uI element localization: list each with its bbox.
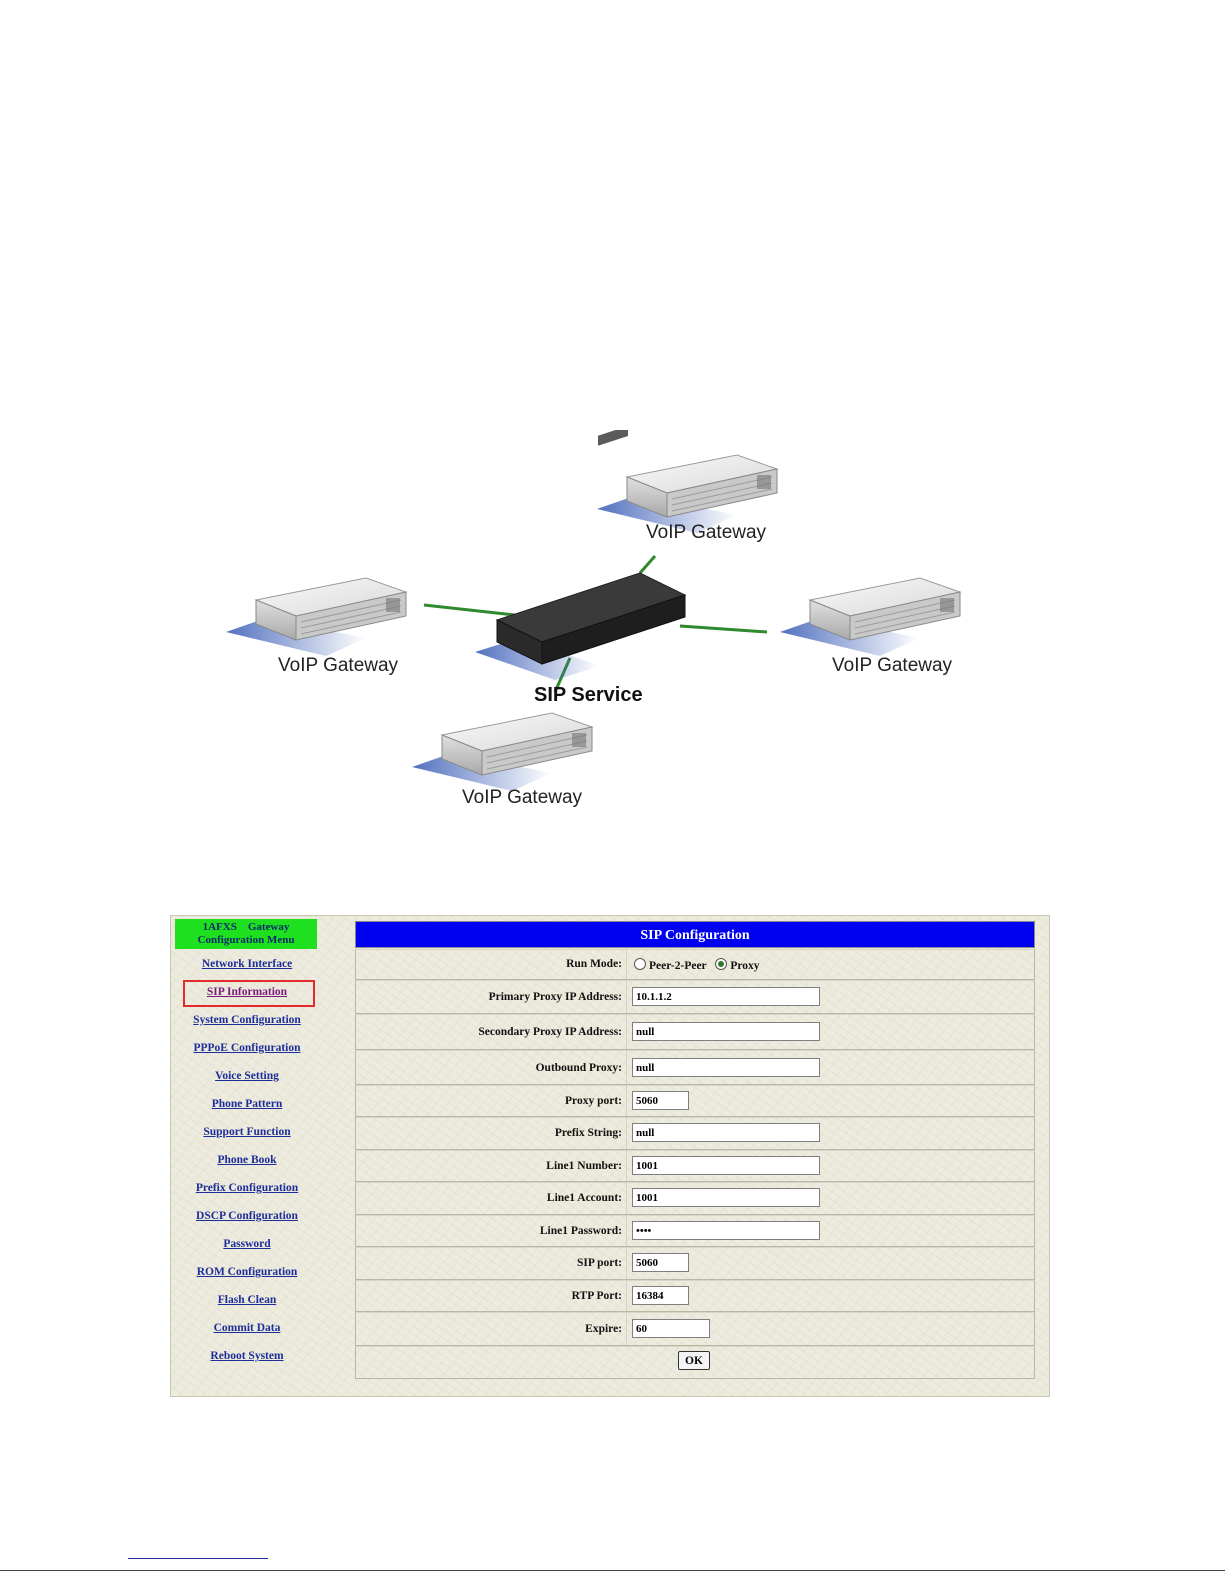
expire-input[interactable] xyxy=(632,1319,710,1338)
outbound-proxy-input[interactable] xyxy=(632,1058,820,1077)
row-line1-account: Line1 Account: xyxy=(355,1182,1035,1215)
row-rtp-port: RTP Port: xyxy=(355,1280,1035,1312)
menu-header: 1AFXS Gateway Configuration Menu xyxy=(175,919,317,949)
line1-account-label: Line1 Account: xyxy=(546,1192,622,1204)
menu-link-rom-configuration[interactable]: ROM Configuration xyxy=(196,1266,298,1278)
sip-service-label: SIP Service xyxy=(534,684,643,706)
footer-link-underline xyxy=(128,1558,268,1559)
sip-port-input[interactable] xyxy=(632,1253,689,1272)
row-secondary-proxy: Secondary Proxy IP Address: xyxy=(355,1014,1035,1050)
row-primary-proxy: Primary Proxy IP Address: xyxy=(355,980,1035,1014)
menu-link-voice-setting[interactable]: Voice Setting xyxy=(215,1070,279,1082)
line1-number-label: Line1 Number: xyxy=(546,1160,622,1172)
menu-link-reboot-system[interactable]: Reboot System xyxy=(210,1350,284,1362)
row-line1-number: Line1 Number: xyxy=(355,1150,1035,1182)
line1-account-input[interactable] xyxy=(632,1188,820,1207)
menu-link-support-function[interactable]: Support Function xyxy=(203,1126,291,1138)
row-run-mode: Run Mode: Peer-2-Peer Proxy xyxy=(355,949,1035,980)
gateway-icon-left xyxy=(225,577,407,657)
row-sip-port: SIP port: xyxy=(355,1247,1035,1280)
gateway-icon-right xyxy=(779,577,961,657)
expire-label: Expire: xyxy=(585,1323,622,1335)
line1-number-input[interactable] xyxy=(632,1156,820,1175)
row-expire: Expire: xyxy=(355,1312,1035,1346)
sip-port-label: SIP port: xyxy=(576,1257,622,1269)
row-submit: OK xyxy=(355,1346,1035,1379)
gateway-icon-bottom xyxy=(411,712,593,792)
prefix-string-label: Prefix String: xyxy=(554,1127,622,1139)
line1-password-label: Line1 Password: xyxy=(539,1225,622,1237)
menu-link-network-interface[interactable]: Network Interface xyxy=(201,958,293,970)
row-proxy-port: Proxy port: xyxy=(355,1085,1035,1117)
gateway-label-bottom: VoIP Gateway xyxy=(462,787,583,808)
proxy-port-label: Proxy port: xyxy=(565,1095,622,1107)
menu-link-flash-clean[interactable]: Flash Clean xyxy=(217,1294,277,1306)
proxy-port-input[interactable] xyxy=(632,1091,689,1110)
rtp-port-input[interactable] xyxy=(632,1286,689,1305)
run-mode-label: Run Mode: xyxy=(566,958,622,970)
row-line1-password: Line1 Password: xyxy=(355,1215,1035,1247)
link-line-right xyxy=(679,624,768,634)
radio-proxy[interactable] xyxy=(715,958,728,970)
row-outbound-proxy: Outbound Proxy: xyxy=(355,1050,1035,1085)
menu-link-password[interactable]: Password xyxy=(223,1238,271,1250)
ok-button[interactable]: OK xyxy=(678,1351,710,1370)
gateway-label-left: VoIP Gateway xyxy=(278,655,399,676)
menu-link-prefix-configuration[interactable]: Prefix Configuration xyxy=(195,1182,299,1194)
menu-header-line2: Configuration Menu xyxy=(197,934,295,946)
menu-link-phone-book[interactable]: Phone Book xyxy=(217,1154,277,1166)
sip-config-panel: SIP Configuration Run Mode: Peer-2-Peer … xyxy=(355,917,1035,1383)
gateway-label-right: VoIP Gateway xyxy=(832,655,953,676)
line1-password-input[interactable] xyxy=(632,1221,820,1240)
active-item-highlight xyxy=(183,980,315,1007)
gateway-config-screenshot: 1AFXS Gateway Configuration Menu Network… xyxy=(170,915,1050,1397)
radio-proxy-label: Proxy xyxy=(730,960,760,972)
radio-peer-2-peer[interactable] xyxy=(634,958,646,970)
primary-proxy-input[interactable] xyxy=(632,987,820,1006)
footer-rule xyxy=(0,1570,1225,1571)
secondary-proxy-label: Secondary Proxy IP Address: xyxy=(478,1026,622,1038)
menu-link-commit-data[interactable]: Commit Data xyxy=(213,1322,281,1334)
outbound-proxy-label: Outbound Proxy: xyxy=(535,1062,622,1074)
primary-proxy-label: Primary Proxy IP Address: xyxy=(488,991,622,1003)
menu-link-dscp-configuration[interactable]: DSCP Configuration xyxy=(196,1210,298,1222)
radio-peer-2-peer-label: Peer-2-Peer xyxy=(649,960,707,972)
sip-network-diagram: VoIP Gateway VoIP Gateway VoIP Gateway V… xyxy=(225,430,961,808)
config-title: SIP Configuration xyxy=(355,921,1035,948)
run-mode-options: Peer-2-Peer Proxy xyxy=(634,958,760,972)
rtp-port-label: RTP Port: xyxy=(571,1290,622,1302)
gateway-label-top: VoIP Gateway xyxy=(646,522,767,543)
menu-link-phone-pattern[interactable]: Phone Pattern xyxy=(211,1098,283,1110)
link-line-top xyxy=(638,555,657,574)
menu-header-line1: 1AFXS Gateway xyxy=(202,921,290,933)
prefix-string-input[interactable] xyxy=(632,1123,820,1142)
menu-link-sip-information[interactable]: SIP Information xyxy=(206,986,288,998)
menu-link-pppoe-configuration[interactable]: PPPoE Configuration xyxy=(193,1042,301,1054)
menu-link-system-configuration[interactable]: System Configuration xyxy=(193,1014,301,1026)
row-prefix-string: Prefix String: xyxy=(355,1117,1035,1150)
sip-server-icon xyxy=(475,430,687,680)
link-line-left xyxy=(423,603,516,617)
secondary-proxy-input[interactable] xyxy=(632,1022,820,1041)
